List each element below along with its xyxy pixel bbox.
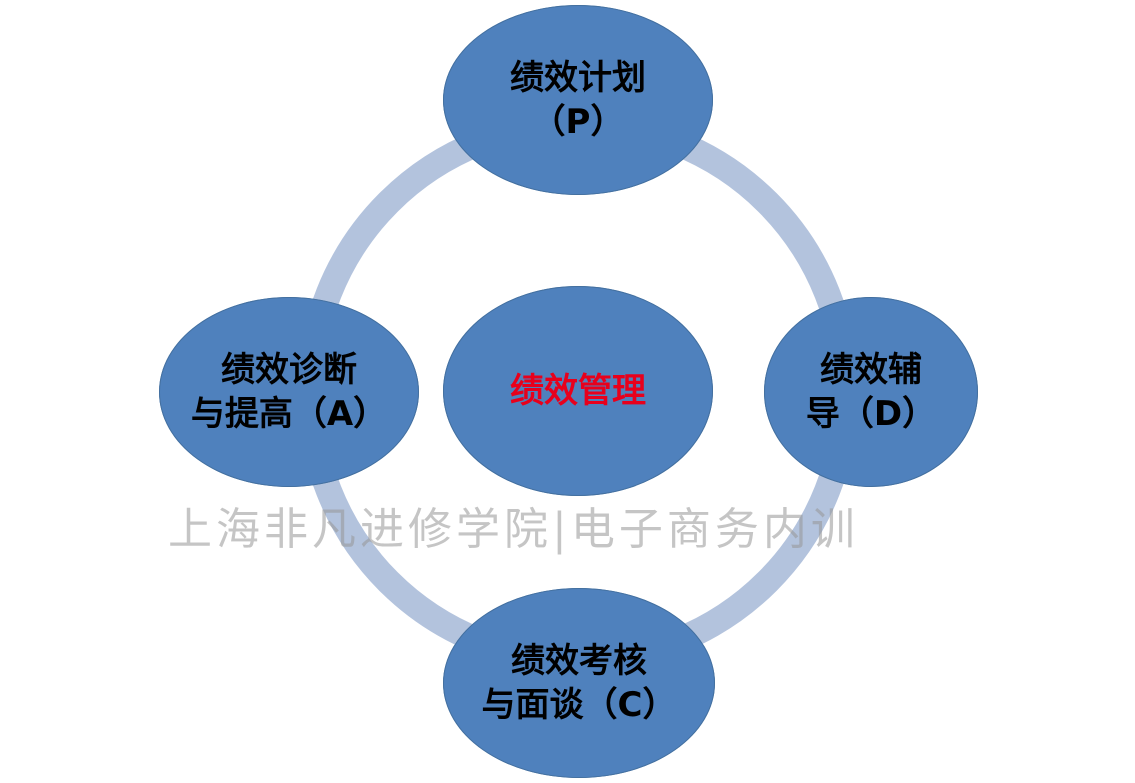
node-check-line1: 绩效考核 — [511, 641, 647, 681]
node-center-label: 绩效管理 — [510, 371, 646, 411]
node-check-line2: 与面谈（C） — [481, 685, 677, 725]
node-act-line2: 与提高（A） — [190, 394, 388, 434]
node-act-line1: 绩效诊断 — [221, 350, 357, 390]
node-plan-line2: （P） — [531, 102, 625, 142]
node-do-line1: 绩效辅 — [820, 350, 922, 390]
node-plan: 绩效计划 （P） — [443, 5, 713, 195]
node-check: 绩效考核 与面谈（C） — [443, 588, 715, 778]
node-plan-line1: 绩效计划 — [510, 58, 646, 98]
node-act: 绩效诊断 与提高（A） — [159, 297, 419, 487]
node-center-performance-management: 绩效管理 — [443, 286, 713, 496]
node-do: 绩效辅 导（D） — [764, 297, 978, 487]
node-do-line2: 导（D） — [805, 394, 937, 434]
